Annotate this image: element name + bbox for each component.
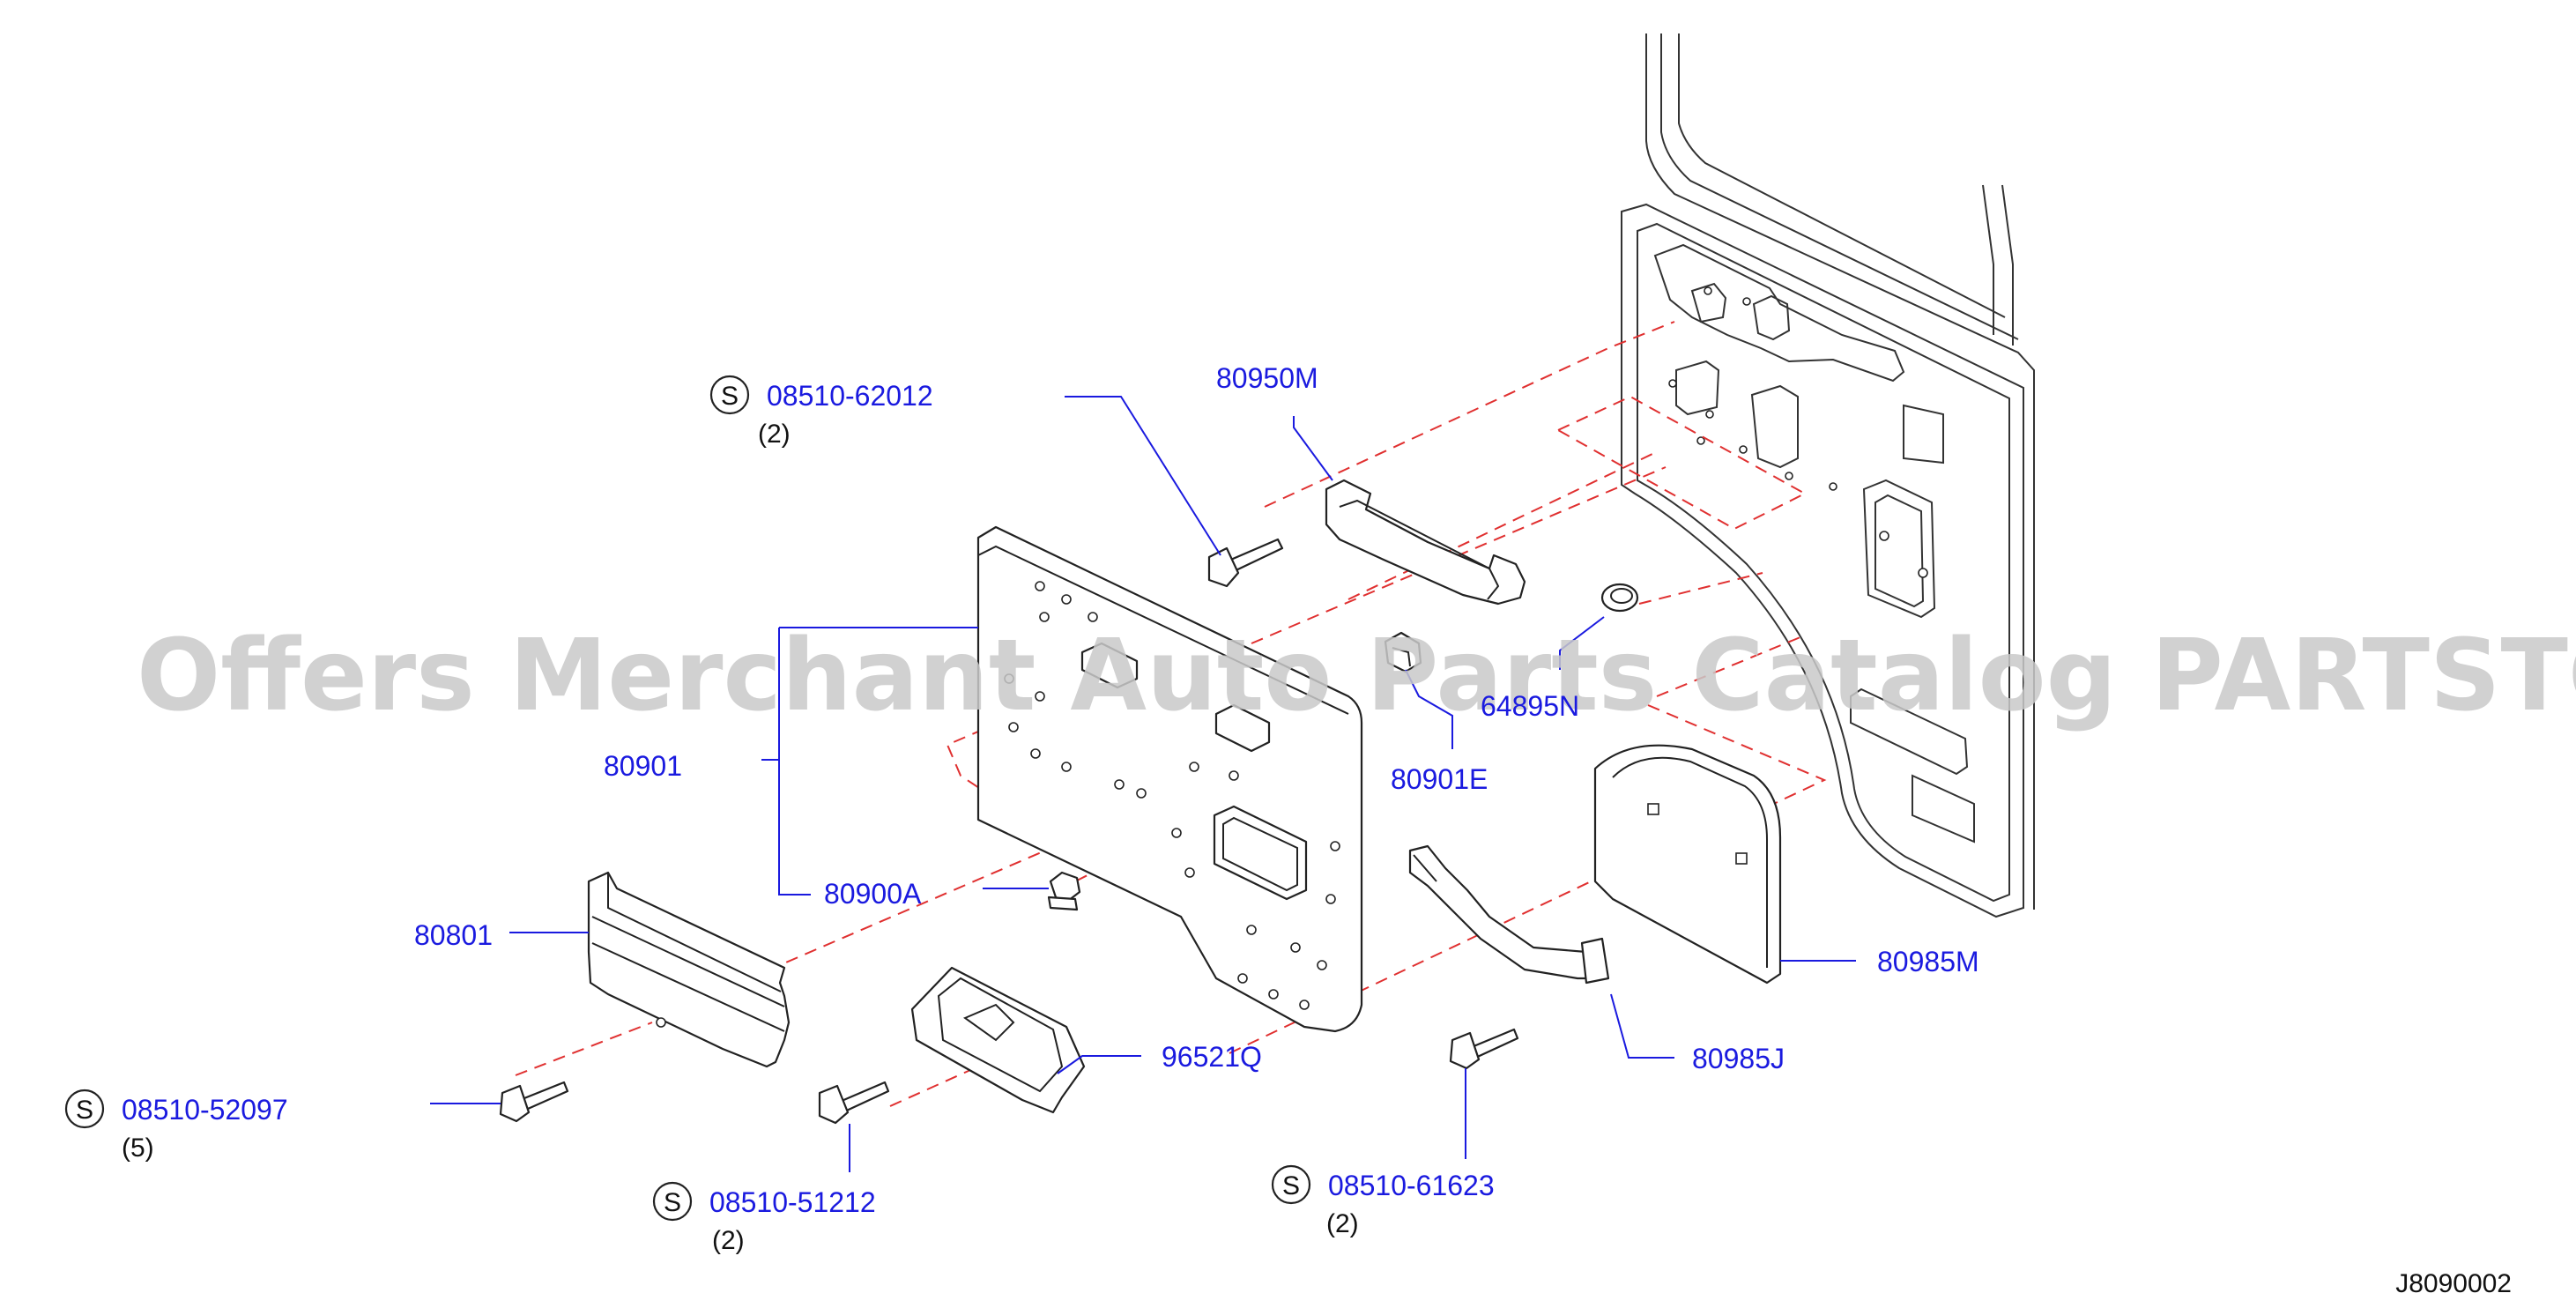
quantity-08510-62012: (2) xyxy=(758,420,791,449)
grommet xyxy=(1600,583,1639,613)
diagram-id: J8090002 xyxy=(2395,1269,2512,1298)
part-number-80801[interactable]: 80801 xyxy=(414,919,493,951)
door-inner-panel xyxy=(1621,33,2035,918)
part-number-64895N[interactable]: 64895N xyxy=(1481,690,1579,722)
part-number-80901[interactable]: 80901 xyxy=(604,750,682,782)
quantity-08510-52097: (5) xyxy=(122,1133,154,1163)
part-number-96521Q[interactable]: 96521Q xyxy=(1162,1041,1262,1073)
screw-08510-62012 xyxy=(1207,538,1284,588)
callout-08510-51212[interactable]: S 08510-51212 (2) xyxy=(652,1181,876,1255)
standard-part-letter: S xyxy=(721,382,739,411)
callout-08510-52097[interactable]: S 08510-52097 (5) xyxy=(64,1089,288,1163)
screw-08510-61623 xyxy=(1449,1028,1519,1070)
part-number-80950M[interactable]: 80950M xyxy=(1216,362,1318,394)
door-trim-board xyxy=(976,525,1363,1033)
standard-part-symbol-icon xyxy=(652,1181,693,1222)
armrest xyxy=(587,871,791,1068)
standard-part-letter: S xyxy=(76,1096,93,1125)
standard-part-letter: S xyxy=(664,1188,681,1217)
standard-part-symbol-icon xyxy=(709,375,750,415)
pocket-strap xyxy=(1408,844,1610,985)
retainer-clip xyxy=(1384,631,1422,673)
map-pocket xyxy=(1593,744,1782,985)
part-number-08510-51212[interactable]: 08510-51212 xyxy=(709,1186,876,1218)
part-number-80900A[interactable]: 80900A xyxy=(824,878,922,910)
part-number-08510-52097[interactable]: 08510-52097 xyxy=(122,1094,288,1126)
quantity-08510-51212: (2) xyxy=(712,1226,745,1255)
quantity-08510-61623: (2) xyxy=(1326,1209,1359,1238)
standard-part-symbol-icon xyxy=(1271,1164,1311,1205)
callout-08510-62012[interactable]: S 08510-62012 (2) xyxy=(709,375,933,449)
part-number-80901E[interactable]: 80901E xyxy=(1391,763,1488,795)
standard-part-letter: S xyxy=(1282,1171,1300,1200)
part-number-80985J[interactable]: 80985J xyxy=(1692,1043,1785,1074)
part-number-08510-61623[interactable]: 08510-61623 xyxy=(1328,1170,1495,1201)
part-number-08510-62012[interactable]: 08510-62012 xyxy=(767,380,933,412)
screw-08510-51212 xyxy=(818,1081,890,1125)
standard-part-symbol-icon xyxy=(64,1089,105,1129)
leader-lines xyxy=(430,396,1856,1172)
screw-08510-52097 xyxy=(499,1081,569,1123)
pull-pocket xyxy=(910,966,1086,1114)
watermark-text: Offers Merchant Auto Parts Catalog PARTS… xyxy=(137,619,2576,733)
grip-handle xyxy=(1325,479,1526,606)
part-number-80985M[interactable]: 80985M xyxy=(1877,946,1979,977)
callout-08510-61623[interactable]: S 08510-61623 (2) xyxy=(1271,1164,1495,1238)
trim-clip xyxy=(1047,871,1081,911)
